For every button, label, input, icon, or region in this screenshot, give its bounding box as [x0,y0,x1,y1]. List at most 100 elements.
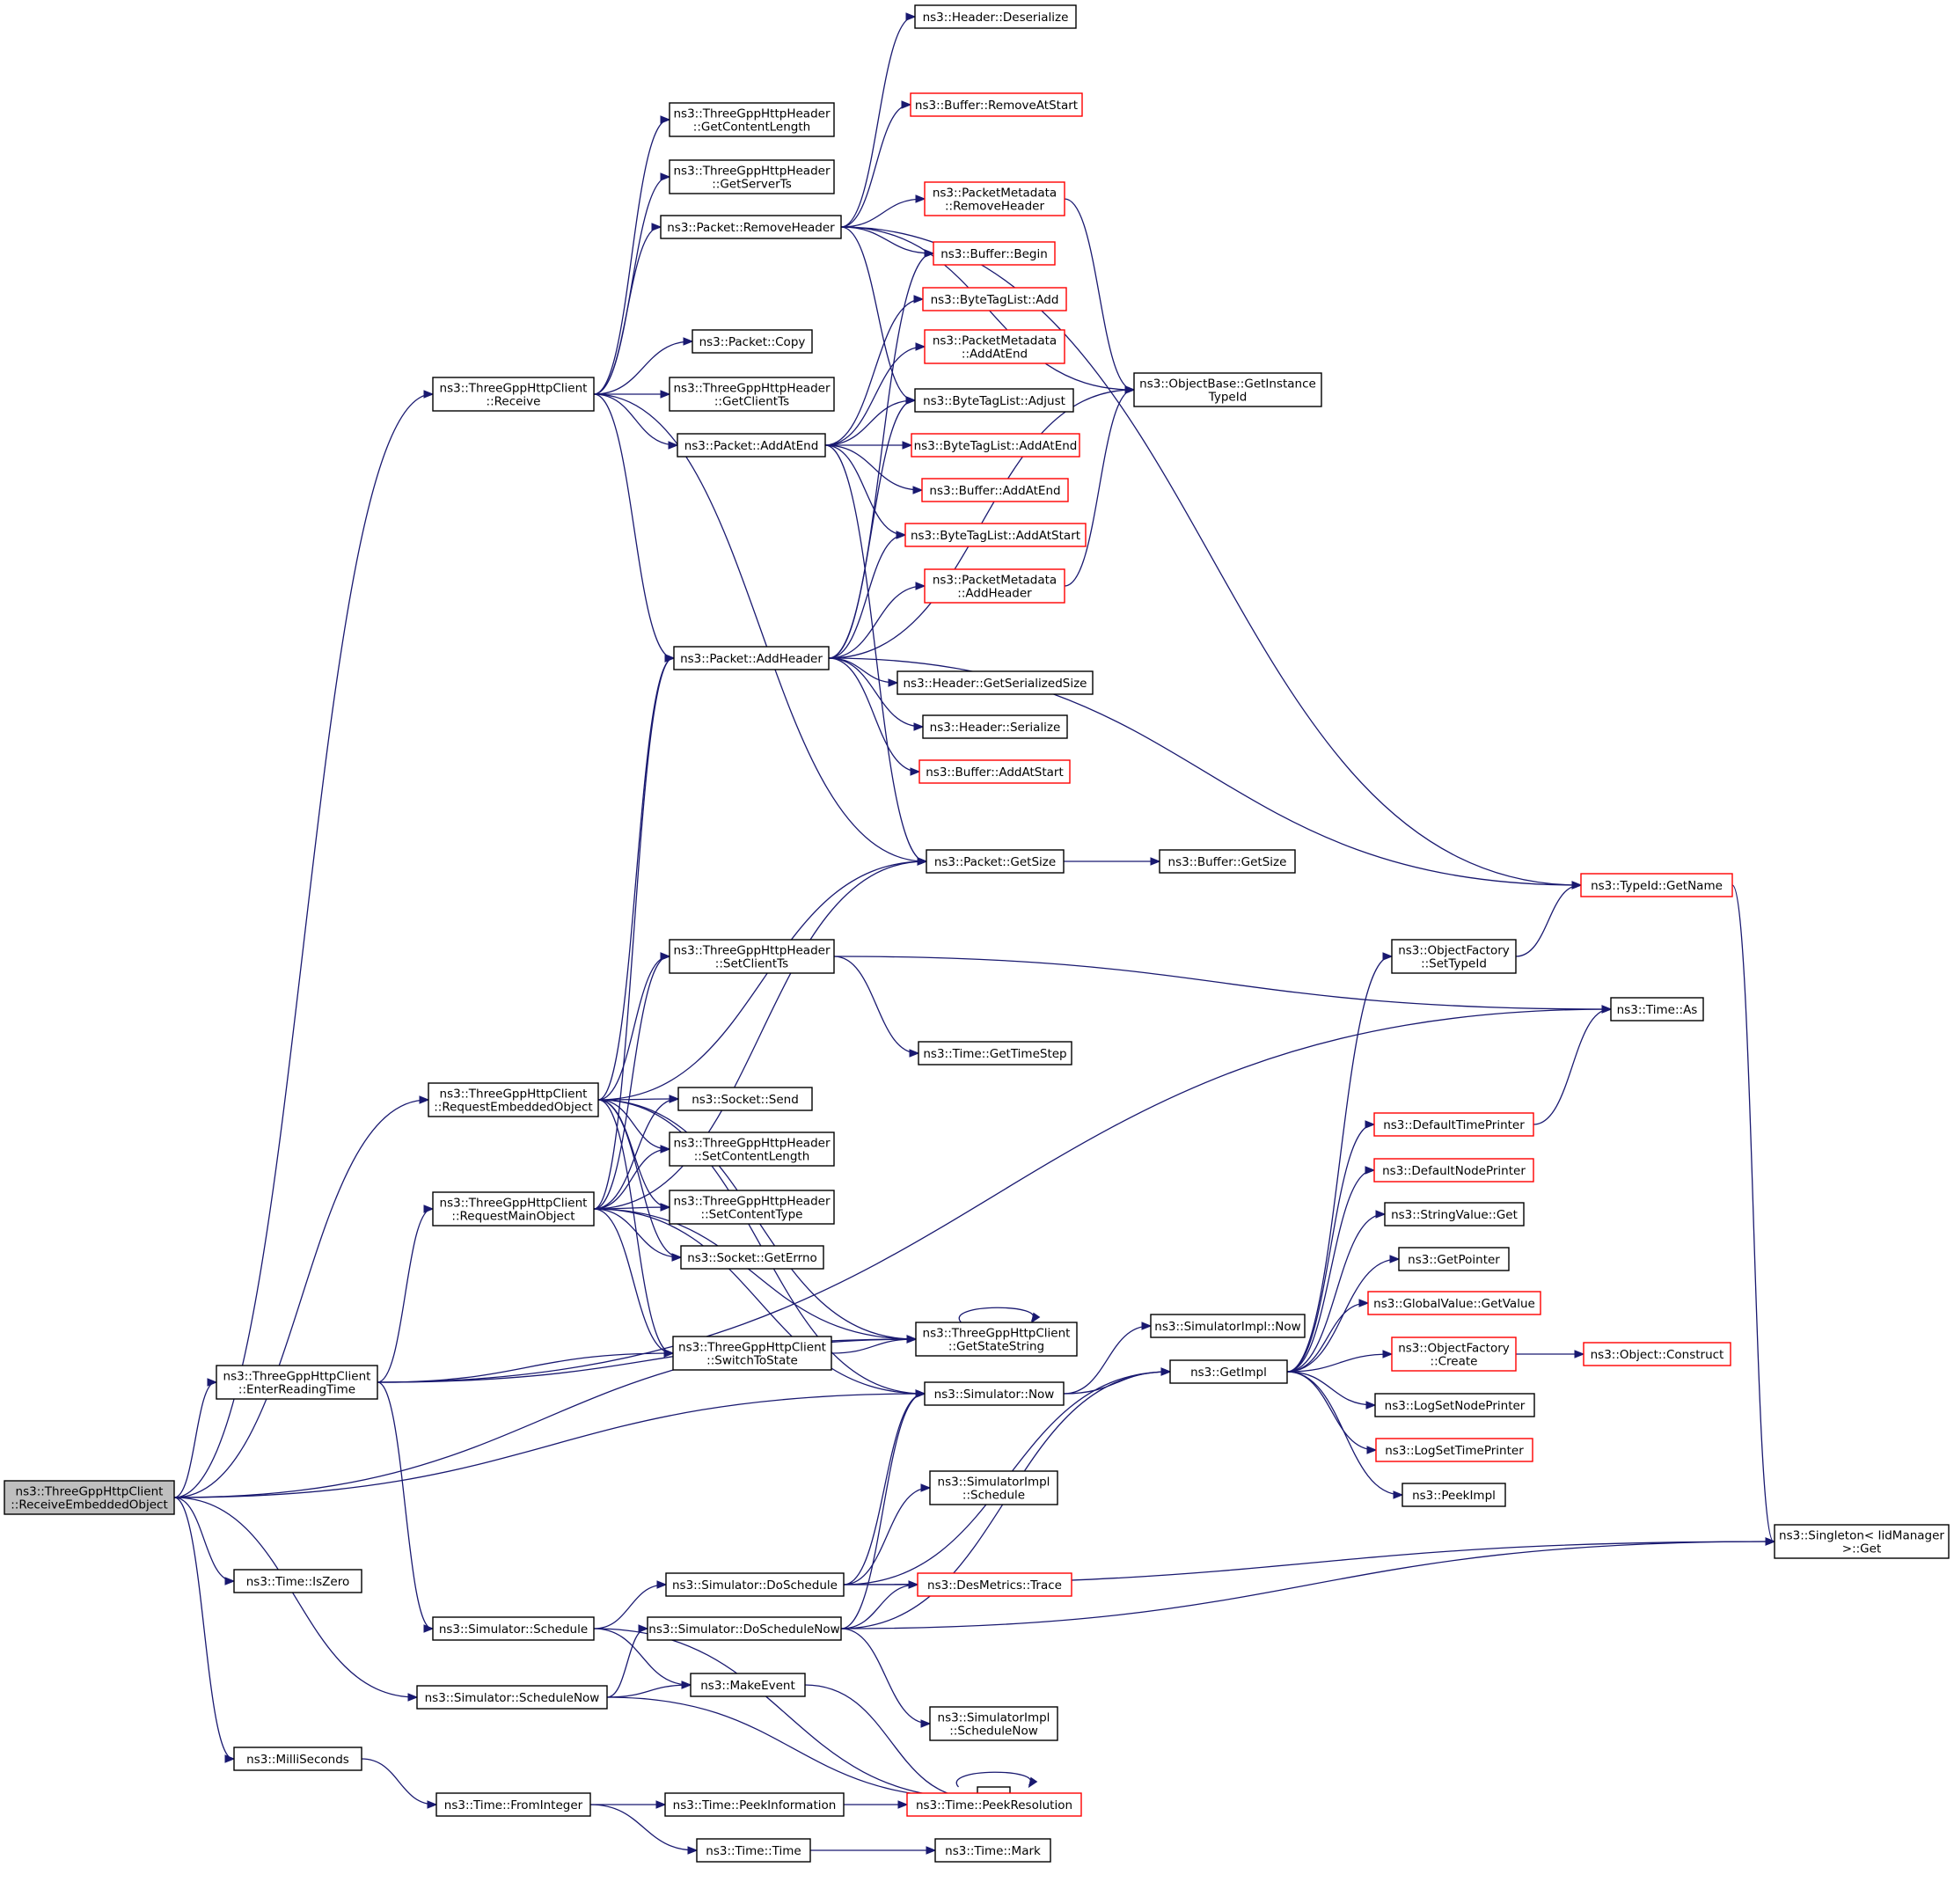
node-header-get-serialized-size[interactable]: ns3::Header::GetSerializedSize [896,670,1094,695]
node-buffer-add-at-start[interactable]: ns3::Buffer::AddAtStart [918,759,1071,784]
node-default-time-printer[interactable]: ns3::DefaultTimePrinter [1373,1112,1534,1137]
node-label: ::RequestMainObject [451,1210,574,1224]
node-string-value-get[interactable]: ns3::StringValue::Get [1384,1202,1525,1227]
node-sim-impl-schedule-now[interactable]: ns3::SimulatorImpl::ScheduleNow [929,1706,1058,1741]
node-buffer-begin[interactable]: ns3::Buffer::Begin [933,241,1056,266]
node-btladd-at-end[interactable]: ns3::ByteTagList::AddAtEnd [911,433,1080,458]
node-gvget-value[interactable]: ns3::GlobalValue::GetValue [1367,1291,1541,1315]
node-sim-do-schedule-now[interactable]: ns3::Simulator::DoScheduleNow [647,1616,842,1641]
node-simulator-now[interactable]: ns3::Simulator::Now [924,1381,1065,1406]
node-sim-impl-now[interactable]: ns3::SimulatorImpl::Now [1150,1314,1306,1338]
node-btladjust[interactable]: ns3::ByteTagList::Adjust [914,388,1074,413]
node-pmadd-header[interactable]: ns3::PacketMetadata::AddHeader [924,568,1065,604]
node-label: ns3::ThreeGppHttpHeader [673,382,830,396]
edge-sim-do-schedule-now-to-sim-impl-schedule-now [840,1628,932,1728]
node-buffer-remove-at-start[interactable]: ns3::Buffer::RemoveAtStart [910,92,1083,117]
node-label: ns3::MilliSeconds [246,1753,349,1767]
node-box [917,1572,1072,1597]
node-label: ns3::Packet::AddHeader [680,652,823,666]
node-label: ::Create [1431,1355,1478,1369]
node-packet-add-at-end[interactable]: ns3::Packet::AddAtEnd [677,433,826,458]
node-get-state-string[interactable]: ns3::ThreeGppHttpClient::GetStateString [915,1322,1078,1357]
edge-enter-reading-time-to-request-main-object [377,1205,435,1383]
node-set-content-type[interactable]: ns3::ThreeGppHttpHeader::SetContentType [669,1190,835,1225]
node-time-peek-resolution[interactable]: ns3::Time::PeekResolution [906,1792,1082,1817]
edge-receive-embedded-object-to-receive [173,390,435,1498]
node-get-impl[interactable]: ns3::GetImpl [1169,1359,1288,1384]
node-packet-get-size[interactable]: ns3::Packet::GetSize [926,849,1065,874]
node-box [664,1792,845,1817]
node-time-is-zero[interactable]: ns3::Time::IsZero [233,1569,362,1593]
node-ofset-type-id[interactable]: ns3::ObjectFactory::SetTypeId [1391,939,1517,974]
node-label: ns3::ObjectFactory [1398,944,1510,958]
node-milli-seconds[interactable]: ns3::MilliSeconds [233,1747,362,1771]
node-label: ::SwitchToState [706,1354,798,1368]
node-make-event[interactable]: ns3::MakeEvent [690,1673,806,1697]
edge-pmremove-header-to-obj-get-instance-type-id [1064,198,1136,394]
node-sim-impl-schedule[interactable]: ns3::SimulatorImpl::Schedule [929,1470,1058,1505]
node-label: ns3::ThreeGppHttpHeader [673,165,830,179]
node-time-peek-information[interactable]: ns3::Time::PeekInformation [664,1792,845,1817]
node-box [677,433,826,458]
edge-request-main-object-to-packet-add-header [593,654,676,1210]
node-sim-schedule-now[interactable]: ns3::Simulator::ScheduleNow [416,1685,608,1710]
edge-request-main-object-to-get-state-string [593,1208,918,1344]
node-header-deserialize[interactable]: ns3::Header::Deserialize [914,4,1077,29]
node-btladd[interactable]: ns3::ByteTagList::Add [922,287,1067,311]
edge-enter-reading-time-to-get-state-string [377,1335,918,1383]
node-ofcreate[interactable]: ns3::ObjectFactory::Create [1391,1336,1517,1372]
node-pmremove-header[interactable]: ns3::PacketMetadata::RemoveHeader [924,181,1065,216]
node-header-serialize[interactable]: ns3::Header::Serialize [922,714,1068,739]
node-set-client-ts[interactable]: ns3::ThreeGppHttpHeader::SetClientTs [669,939,835,974]
node-object-construct[interactable]: ns3::Object::Construct [1583,1342,1731,1366]
node-switch-to-state[interactable]: ns3::ThreeGppHttpClient::SwitchToState [672,1336,832,1371]
node-label: ns3::Header::GetSerializedSize [904,677,1087,691]
node-time-as[interactable]: ns3::Time::As [1610,997,1704,1022]
node-packet-remove-header[interactable]: ns3::Packet::RemoveHeader [660,215,842,239]
node-label: ns3::ByteTagList::AddAtStart [911,529,1080,543]
node-label: ns3::Simulator::DoScheduleNow [648,1622,839,1637]
node-box [933,241,1056,266]
node-label: ns3::ObjectFactory [1398,1342,1510,1356]
node-get-pointer[interactable]: ns3::GetPointer [1398,1247,1510,1271]
node-type-id-get-name[interactable]: ns3::TypeId::GetName [1580,873,1733,897]
node-time-from-integer[interactable]: ns3::Time::FromInteger [435,1792,591,1817]
node-receive-embedded-object[interactable]: ns3::ThreeGppHttpClient::ReceiveEmbedded… [4,1480,175,1515]
node-label: ::GetServerTs [712,178,791,192]
edge-packet-remove-header-to-buffer-remove-at-start [840,100,912,228]
node-sim-do-schedule[interactable]: ns3::Simulator::DoSchedule [665,1572,845,1597]
node-time-time[interactable]: ns3::Time::Time [696,1838,811,1863]
node-peek-impl[interactable]: ns3::PeekImpl [1401,1483,1506,1507]
node-get-client-ts[interactable]: ns3::ThreeGppHttpHeader::GetClientTs [669,377,835,412]
node-des-metrics-trace[interactable]: ns3::DesMetrics::Trace [917,1572,1072,1597]
node-default-node-printer[interactable]: ns3::DefaultNodePrinter [1373,1158,1534,1183]
node-packet-add-header[interactable]: ns3::Packet::AddHeader [673,646,830,670]
node-label: ::Schedule [962,1489,1025,1503]
node-request-embedded-object[interactable]: ns3::ThreeGppHttpClient::RequestEmbedded… [428,1082,599,1117]
node-socket-send[interactable]: ns3::Socket::Send [677,1087,813,1111]
edge-packet-add-at-end-to-btladd [824,295,925,446]
node-socket-get-errno[interactable]: ns3::Socket::GetErrno [680,1245,824,1270]
node-label: ns3::ThreeGppHttpHeader [673,944,830,958]
node-enter-reading-time[interactable]: ns3::ThreeGppHttpClient::EnterReadingTim… [216,1365,378,1400]
node-log-set-time-printer[interactable]: ns3::LogSetTimePrinter [1375,1438,1533,1462]
node-log-set-node-printer[interactable]: ns3::LogSetNodePrinter [1374,1393,1535,1417]
node-packet-copy[interactable]: ns3::Packet::Copy [692,329,813,354]
node-receive[interactable]: ns3::ThreeGppHttpClient::Receive [432,377,595,412]
node-buffer-get-size[interactable]: ns3::Buffer::GetSize [1159,849,1296,874]
node-pmadd-at-end[interactable]: ns3::PacketMetadata::AddAtEnd [924,329,1065,364]
node-set-content-length[interactable]: ns3::ThreeGppHttpHeader::SetContentLengt… [669,1131,835,1167]
node-time-get-time-step[interactable]: ns3::Time::GetTimeStep [918,1041,1072,1066]
node-get-content-length[interactable]: ns3::ThreeGppHttpHeader::GetContentLengt… [669,102,835,137]
node-get-server-ts[interactable]: ns3::ThreeGppHttpHeader::GetServerTs [669,159,835,194]
node-sim-schedule[interactable]: ns3::Simulator::Schedule [432,1616,595,1641]
node-box [1374,1393,1535,1417]
node-buffer-add-at-end[interactable]: ns3::Buffer::AddAtEnd [921,478,1069,502]
node-singleton-get[interactable]: ns3::Singleton< IidManager >::Get [1774,1524,1950,1559]
edge-receive-embedded-object-to-simulator-now [173,1389,926,1498]
node-request-main-object[interactable]: ns3::ThreeGppHttpClient::RequestMainObje… [432,1191,595,1227]
node-btladd-at-start[interactable]: ns3::ByteTagList::AddAtStart [904,523,1087,547]
node-time-mark[interactable]: ns3::Time::Mark [934,1838,1051,1863]
node-box [922,714,1068,739]
